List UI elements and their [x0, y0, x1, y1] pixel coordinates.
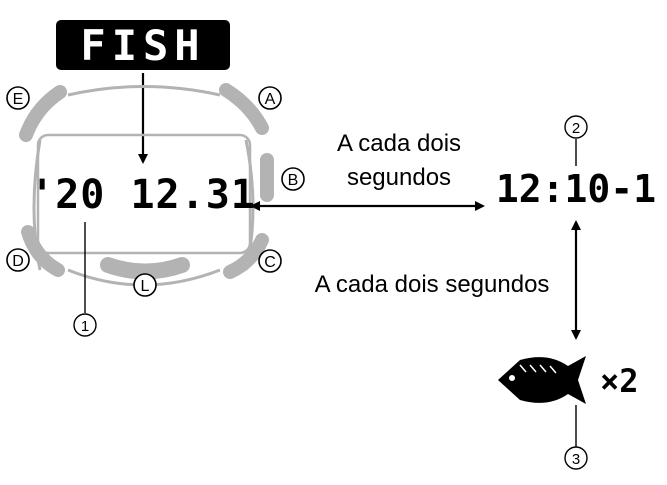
svg-text:3: 3 [572, 451, 580, 468]
fish-banner-text: FISH [80, 21, 205, 70]
button-label-c: C [258, 249, 282, 273]
svg-text:E: E [13, 91, 24, 108]
caption-vertical: A cada dois segundos [315, 271, 550, 298]
svg-text:1: 1 [81, 318, 89, 335]
svg-text:C: C [264, 254, 276, 271]
svg-text:2: 2 [572, 120, 580, 137]
button-l-shape [100, 257, 190, 280]
callout-2: 2 [564, 115, 588, 139]
callout-3: 3 [564, 446, 588, 470]
watch-case [19, 83, 274, 287]
caption-horizontal-line2: segundos [347, 164, 451, 191]
watch-display-text: '20 12.31 [30, 172, 256, 218]
fish-icon [498, 356, 586, 404]
svg-text:A: A [265, 91, 276, 108]
button-c-shape [223, 233, 269, 279]
watch-lcd-frame [36, 133, 252, 255]
caption-horizontal-line1: A cada dois [337, 130, 461, 157]
svg-text:L: L [141, 278, 150, 295]
fish-banner: FISH [56, 20, 230, 70]
svg-text:D: D [12, 253, 24, 270]
right-display-text: 12:10-1 [496, 167, 656, 211]
fish-count-text: ×2 [600, 362, 639, 400]
button-label-l: L [133, 273, 157, 297]
callout-1: 1 [73, 313, 97, 337]
button-d-shape [21, 225, 65, 277]
button-e-shape [19, 85, 67, 142]
button-a-shape [219, 83, 269, 135]
button-label-e: E [6, 86, 30, 110]
button-label-b: B [281, 167, 305, 191]
svg-text:B: B [288, 172, 299, 189]
button-label-d: D [6, 248, 30, 272]
button-label-a: A [258, 86, 282, 110]
